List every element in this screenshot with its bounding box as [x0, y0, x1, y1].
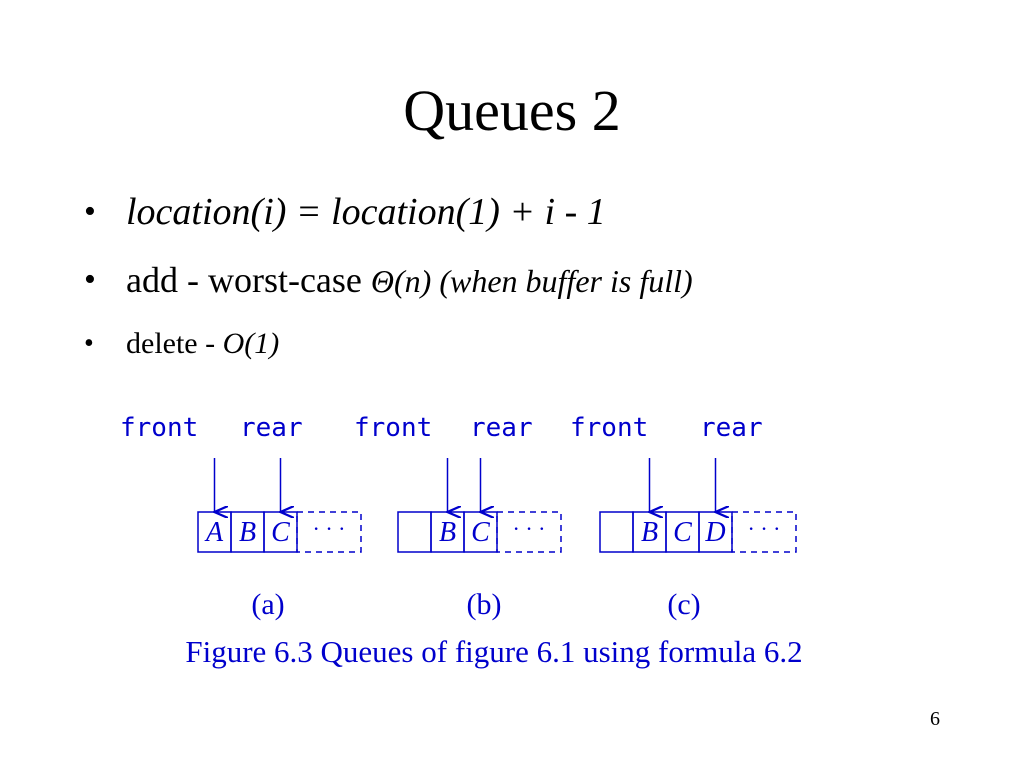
queue-cell: [599, 511, 634, 553]
front-label: front: [354, 413, 432, 443]
queue-dashed-extension: [496, 511, 562, 553]
bullet-text: location(i) = location(1) + i - 1: [126, 191, 606, 233]
queue-ellipsis: · · ·: [313, 516, 346, 541]
queue-dashed-extension: [296, 511, 362, 553]
bullet-text: add - worst-case Θ(n) (when buffer is fu…: [126, 258, 693, 303]
queue-cell-value: C: [271, 517, 290, 548]
bullet-marker: •: [84, 193, 96, 230]
bullet-text-italic: Θ(n) (when buffer is full): [370, 263, 693, 299]
bullet-text-italic: O(1): [222, 327, 280, 360]
queue-dashed-extension: [731, 511, 797, 553]
bullet-text: delete - O(1): [126, 326, 279, 362]
bullet-text-plain: delete -: [126, 327, 223, 360]
subfigure-label: (a): [251, 588, 284, 621]
queue-cell-value: B: [439, 517, 456, 548]
front-label: front: [120, 413, 198, 443]
queue-cell-value: D: [704, 517, 725, 548]
subfigure-label: (b): [467, 588, 502, 621]
slide-title: Queues 2: [403, 78, 621, 143]
queue-cell-value: B: [239, 517, 256, 548]
rear-label: rear: [700, 413, 763, 443]
queue-cell-value: C: [673, 517, 692, 548]
queue-cell-value: A: [204, 517, 224, 548]
bullet-marker: •: [84, 328, 94, 359]
queue-ellipsis: · · ·: [748, 516, 781, 541]
rear-label: rear: [240, 413, 303, 443]
front-label: front: [570, 413, 648, 443]
queue-cell-value: C: [471, 517, 490, 548]
queue-cell: [397, 511, 432, 553]
rear-label: rear: [470, 413, 533, 443]
queue-ellipsis: · · ·: [513, 516, 546, 541]
bullet-marker: •: [84, 261, 96, 298]
queue-cell-value: B: [641, 517, 658, 548]
bullet-text-plain: add - worst-case: [126, 260, 371, 300]
figure-caption: Figure 6.3 Queues of figure 6.1 using fo…: [185, 634, 802, 669]
page-number: 6: [930, 708, 940, 730]
subfigure-label: (c): [667, 588, 700, 621]
